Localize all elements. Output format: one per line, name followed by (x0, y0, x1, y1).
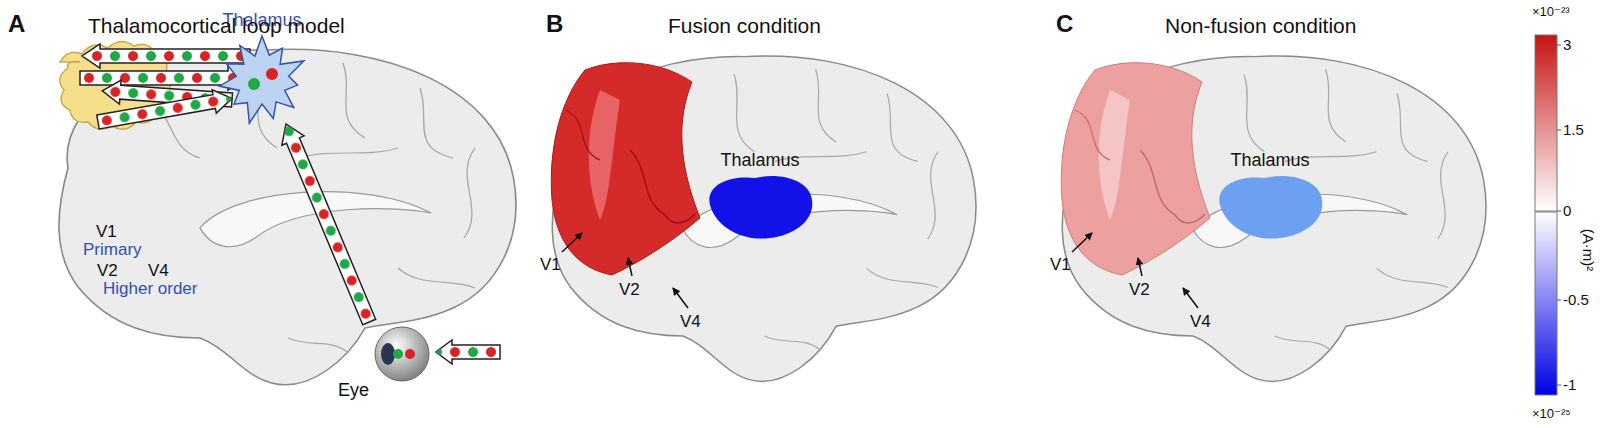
signal-dot (248, 78, 260, 90)
colorbar (1535, 35, 1561, 395)
panel-letter: A (8, 10, 25, 39)
signal-dot (393, 349, 403, 359)
leader-line (628, 258, 632, 276)
scale-exponent: ×10⁻²³ (1532, 4, 1570, 20)
panel-letter: C (1056, 10, 1073, 39)
visual-cortex-activation (551, 63, 700, 275)
region-label: V2 (1129, 280, 1150, 300)
eyeball (375, 327, 429, 381)
region-label: V2 (97, 261, 118, 281)
panel-title: Thalamocortical loop model (88, 13, 345, 38)
region-label: V1 (1050, 255, 1071, 275)
pathway-arrow (96, 87, 234, 134)
thalamus-blob: Thalamus (1210, 150, 1330, 250)
region-label: V4 (1190, 312, 1211, 332)
scale-tick: 1.5 (1563, 121, 1584, 139)
pathway-arrow (275, 119, 380, 326)
scale-exponent: ×10⁻²⁵ (1532, 406, 1571, 422)
colorbar-ticks (1557, 45, 1561, 385)
region-label: V4 (148, 261, 169, 281)
signal-dot (405, 349, 415, 359)
thalamus-blob: Thalamus (700, 150, 820, 250)
thalamus-star-shape (219, 36, 303, 123)
visual-cortex-activation (1061, 63, 1210, 275)
eye-node: Eye (338, 322, 434, 402)
node-label: Thalamus (1230, 150, 1309, 172)
scale-tick: 0 (1563, 202, 1571, 220)
leader-line (1183, 288, 1198, 308)
region-label: Primary (83, 240, 142, 260)
node-label: Eye (338, 380, 369, 402)
region-label: V1 (96, 222, 117, 242)
leader-line (562, 233, 582, 252)
colorbar-negative (1535, 212, 1557, 395)
signal-dot (266, 68, 278, 80)
thalamus-shape (1219, 176, 1322, 239)
region-label: Higher order (103, 279, 198, 299)
panel-title: Non-fusion condition (1165, 13, 1356, 38)
region-label: V2 (619, 280, 640, 300)
scale-tick: -0.5 (1563, 291, 1589, 309)
brain-medial (552, 56, 976, 381)
pupil (381, 343, 395, 365)
leader-line (1138, 258, 1142, 276)
pathway-arrow (82, 44, 250, 68)
light-input-arrow (436, 340, 500, 364)
brain-medial (1062, 56, 1486, 381)
scale-tick: 3 (1563, 36, 1571, 54)
node-label: Thalamus (720, 150, 799, 172)
region-label: V1 (540, 255, 561, 275)
arrow-band (275, 119, 380, 326)
region-label: V4 (680, 312, 701, 332)
scale-unit: (A·m)² (1579, 229, 1597, 271)
panel-letter: B (546, 10, 563, 39)
leader-arrows (562, 233, 1198, 308)
scale-tick: -1 (1563, 376, 1576, 394)
thalamus-shape (709, 176, 812, 239)
arrow-dots (275, 119, 380, 326)
leader-line (673, 288, 688, 308)
leader-line (1072, 233, 1092, 252)
colorbar-positive (1535, 35, 1557, 211)
panel-title: Fusion condition (668, 13, 821, 38)
